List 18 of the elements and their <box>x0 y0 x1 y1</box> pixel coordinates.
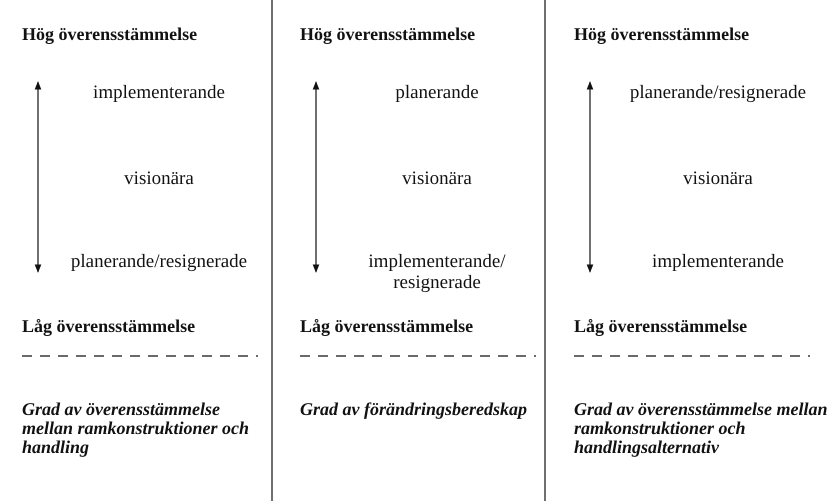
bottom-heading: Låg överensstämmelse <box>574 316 748 337</box>
top-heading: Hög överensstämmelse <box>574 24 750 45</box>
category-label: planerande <box>394 82 480 103</box>
bottom-heading: Låg överensstämmelse <box>300 316 474 337</box>
category-label: planerande/resignerade <box>70 251 248 272</box>
top-heading: Hög överensstämmelse <box>22 24 198 45</box>
top-heading: Hög överensstämmelse <box>300 24 476 45</box>
category-label: implementerande <box>92 82 226 103</box>
category-label: visionära <box>401 168 473 189</box>
axis-caption: Grad av förändringsberedskap <box>300 400 528 419</box>
category-label: visionära <box>123 168 195 189</box>
axis-caption: Grad av överensstämmelse mellan ramkonstruktioner och handling <box>22 400 250 457</box>
bottom-heading: Låg överensstämmelse <box>22 316 196 337</box>
category-label: implementerande <box>651 251 785 272</box>
category-label: implementerande/ resignerade <box>367 251 507 293</box>
axis-caption: Grad av överensstämmelse mellan ramkonstruktioner och handlingsalternativ <box>574 400 828 457</box>
category-label: planerande/resignerade <box>628 82 808 103</box>
category-label: visionära <box>682 168 754 189</box>
